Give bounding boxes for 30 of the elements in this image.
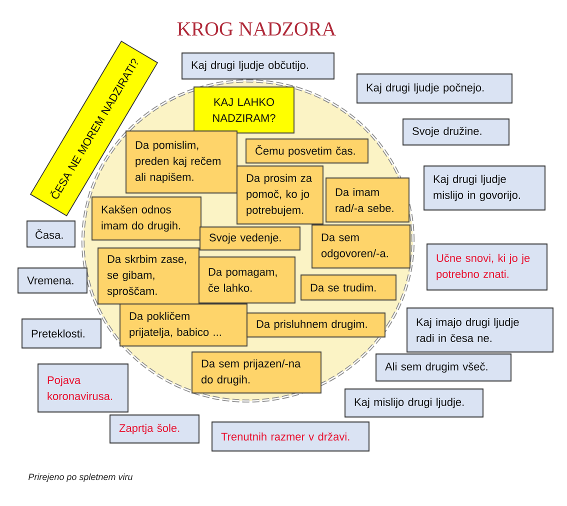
outer-text-box: Kaj drugi ljudje mislijo in govorijo.	[424, 166, 546, 210]
inner-text-box: Da pomagam, če lahko.	[198, 256, 296, 304]
outer-text-box: Vremena.	[18, 268, 88, 294]
outer-text-box: Učne snovi, ki jo je potrebno znati.	[426, 244, 548, 290]
outer-text-box: Svoje družine.	[402, 118, 510, 146]
source-note: Prirejeno po spletnem viru	[28, 473, 133, 482]
outer-text-box: Trenutnih razmer v državi.	[212, 422, 370, 452]
inner-text-box: Svoje vedenje.	[200, 226, 300, 250]
outer-text-box: Kaj drugi ljudje počnejo.	[356, 74, 512, 104]
outer-text-box: Kaj imajo drugi ljudje radi in česa ne.	[406, 308, 554, 352]
inner-text-box: Da sem odgovoren/-a.	[312, 224, 410, 268]
inner-text-box: Da sem prijazen/-na do drugih.	[192, 352, 322, 394]
inner-text-box: Da skrbim zase, se gibam, sproščam.	[98, 248, 200, 304]
outer-text-box: Časa.	[26, 220, 76, 248]
outer-text-box: Kaj drugi ljudje občutijo.	[182, 52, 334, 80]
outer-text-box: Zaprtja šole.	[110, 414, 200, 444]
outer-text-box: Pojava koronavirusa.	[38, 364, 128, 412]
outer-text-box: Ali sem drugim všeč.	[376, 354, 512, 382]
inner-text-box: Da imam rad/-a sebe.	[326, 178, 410, 222]
inner-text-box: Čemu posvetim čas.	[246, 138, 368, 164]
heading-box: KAJ LAHKO NADZIRAM?	[194, 86, 294, 134]
outer-text-box: Kaj mislijo drugi ljudje.	[344, 388, 484, 418]
inner-text-box: Da se trudim.	[300, 274, 396, 300]
inner-text-box: Kakšen odnos imam do drugih.	[92, 196, 202, 240]
inner-text-box: Da pokličem prijatelja, babico ...	[120, 304, 248, 346]
outer-text-box: Preteklosti.	[22, 318, 102, 348]
title: KROG NADZORA	[177, 22, 336, 36]
inner-text-box: Da prosim za pomoč, ko jo potrebujem.	[236, 166, 324, 224]
inner-text-box: Da prisluhnem drugim.	[246, 312, 386, 338]
inner-text-box: Da pomislim, preden kaj rečem ali napišem.	[126, 130, 238, 194]
